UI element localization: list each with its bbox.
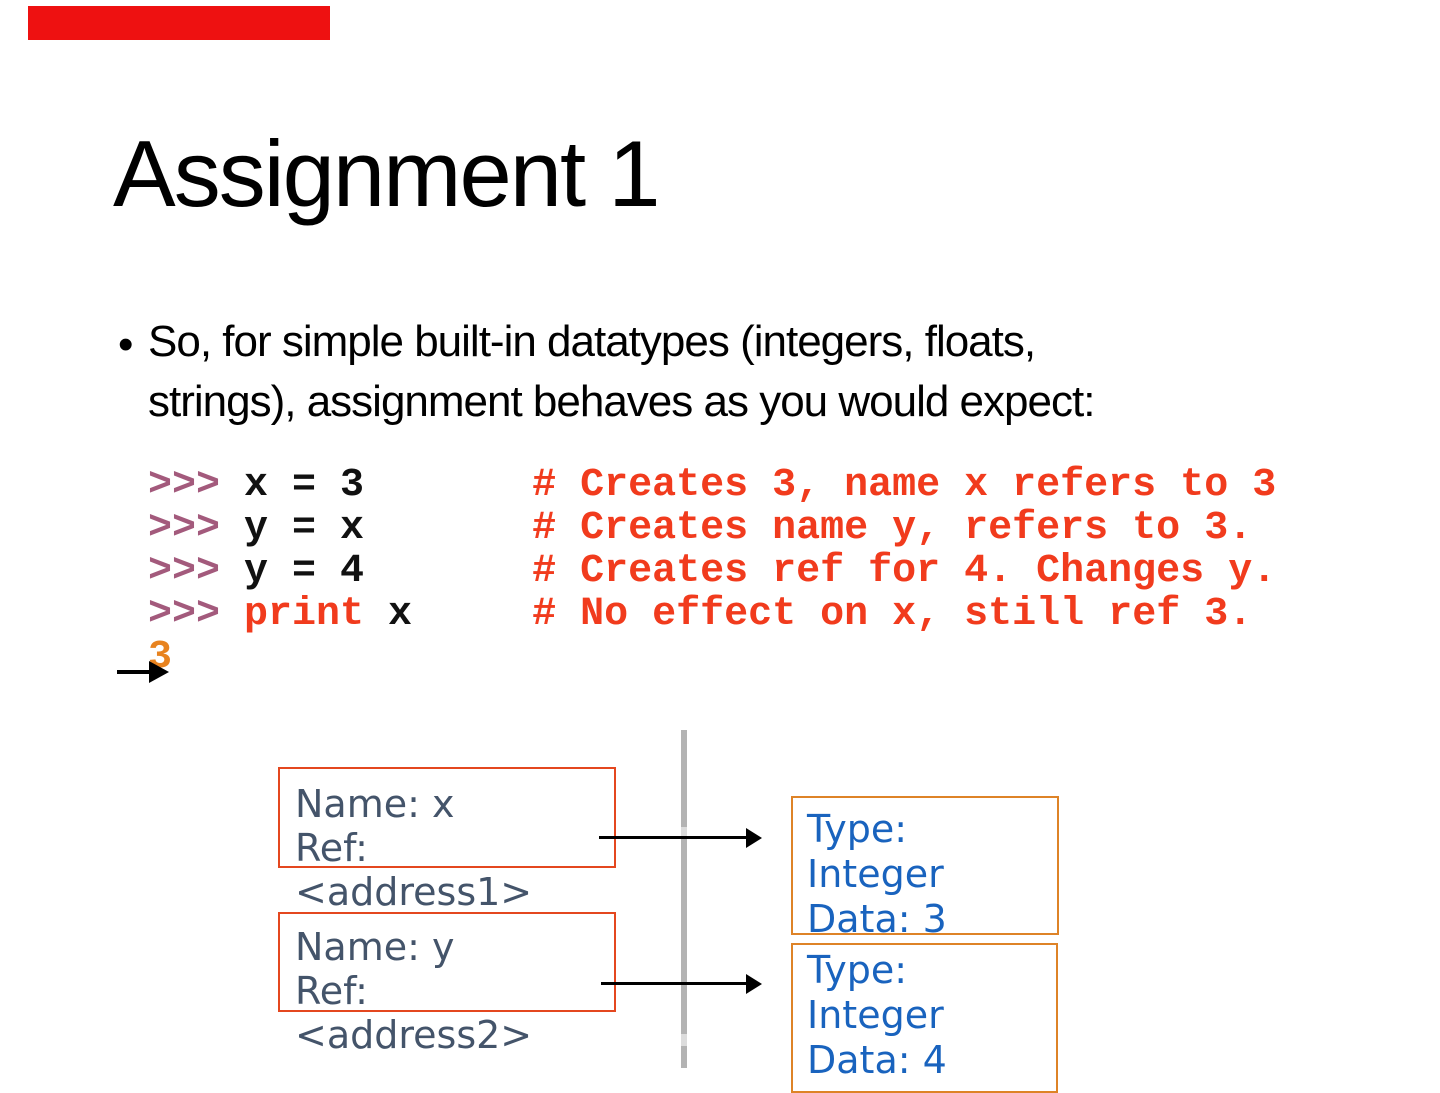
bullet-line-2: strings), assignment behaves as you woul… [148, 377, 1095, 426]
divider-bar [681, 730, 687, 1068]
output-arrow [117, 670, 155, 674]
code-block: >>> x = 3 # Creates 3, name x refers to … [148, 464, 1276, 679]
code-line: >>> y = x # Creates name y, refers to 3. [148, 507, 1276, 550]
ref-arrow-y [601, 982, 747, 985]
code-statement: x [364, 592, 413, 637]
bullet-marker: • [118, 320, 134, 369]
code-spacing [364, 506, 532, 551]
red-accent-bar [28, 6, 330, 40]
page-title: Assignment 1 [113, 121, 661, 226]
name-box-x-name: Name: x [295, 782, 455, 826]
ref-arrow-y-head-icon [746, 974, 762, 994]
bullet-paragraph: So, for simple built-in datatypes (integ… [148, 312, 1328, 432]
code-keyword: print [244, 592, 365, 637]
code-comment: # Creates ref for 4. Changes y. [532, 549, 1277, 594]
repl-prompt: >>> [148, 506, 245, 551]
name-box-x-ref: Ref: <address1> [295, 826, 533, 914]
name-box-y-ref: Ref: <address2> [295, 969, 533, 1057]
value-box-3-type: Integer [807, 852, 944, 896]
code-statement: x = 3 [244, 463, 365, 508]
value-box-3-data: Data: 3 [807, 897, 947, 935]
output-arrow-head-icon [149, 661, 169, 683]
code-statement: y = x [244, 506, 365, 551]
repl-prompt: >>> [148, 592, 245, 637]
value-box-4: Type: Integer Data: 4 [791, 943, 1058, 1093]
code-comment: # Creates name y, refers to 3. [532, 506, 1253, 551]
value-box-4-type: Integer [807, 993, 944, 1037]
ref-arrow-x [599, 836, 747, 839]
divider-notch [681, 1034, 687, 1046]
value-box-3: Type: Integer Data: 3 [791, 796, 1059, 935]
code-output-line: 3 [148, 636, 1276, 679]
code-comment: # No effect on x, still ref 3. [532, 592, 1253, 637]
code-line: >>> x = 3 # Creates 3, name x refers to … [148, 464, 1276, 507]
value-box-3-type-label: Type: [807, 807, 908, 851]
name-box-y-name: Name: y [295, 925, 455, 969]
code-line: >>> print x # No effect on x, still ref … [148, 593, 1276, 636]
bullet-line-1: So, for simple built-in datatypes (integ… [148, 317, 1036, 366]
value-box-4-type-label: Type: [807, 948, 908, 992]
value-box-4-data: Data: 4 [807, 1038, 947, 1082]
code-comment: # Creates 3, name x refers to 3 [532, 463, 1277, 508]
code-line: >>> y = 4 # Creates ref for 4. Changes y… [148, 550, 1276, 593]
ref-arrow-x-head-icon [746, 828, 762, 848]
divider-notch [681, 827, 687, 837]
name-box-x: Name: x Ref: <address1> [278, 767, 616, 914]
repl-prompt: >>> [148, 463, 245, 508]
name-box-y: Name: y Ref: <address2> [278, 912, 616, 1057]
code-spacing [364, 463, 532, 508]
repl-prompt: >>> [148, 549, 245, 594]
code-statement: y = 4 [244, 549, 365, 594]
code-spacing [364, 549, 532, 594]
code-spacing [412, 592, 532, 637]
